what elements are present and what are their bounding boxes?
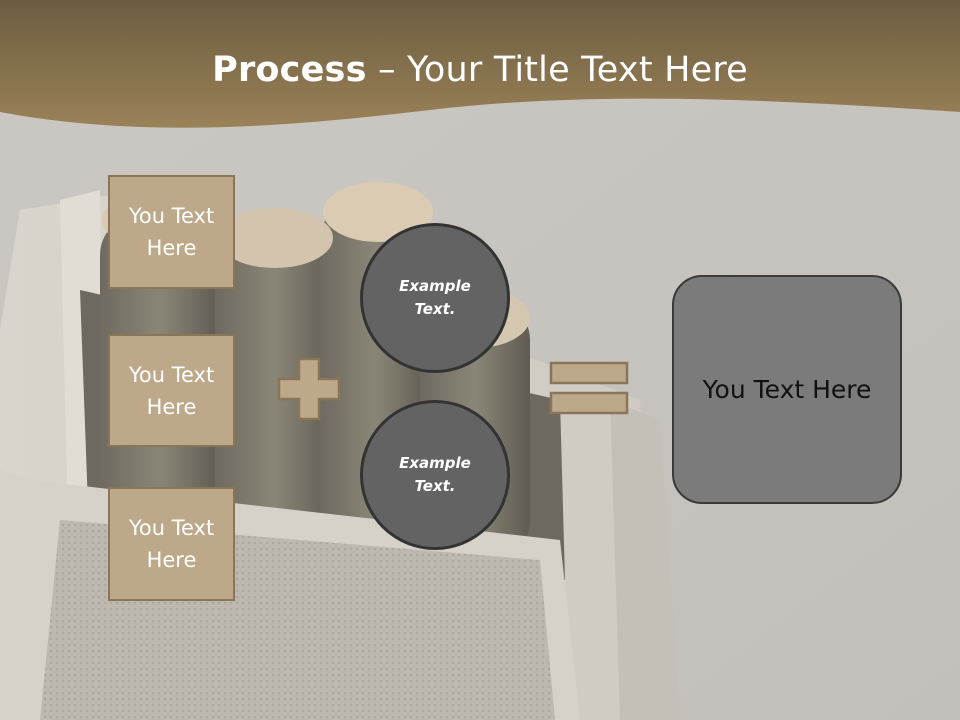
input-box-3: You Text Here bbox=[108, 487, 235, 601]
example-circle-1: Example Text. bbox=[360, 223, 510, 373]
page-title: Process – Your Title Text Here bbox=[0, 50, 960, 90]
input-box-label: You Text Here bbox=[128, 204, 215, 260]
result-label: You Text Here bbox=[702, 375, 872, 404]
input-box-2: You Text Here bbox=[108, 334, 235, 447]
circle-label: Example Text. bbox=[399, 454, 471, 495]
result-box: You Text Here bbox=[672, 275, 902, 504]
example-circle-2: Example Text. bbox=[360, 400, 510, 550]
title-rest: – Your Title Text Here bbox=[366, 50, 748, 90]
input-box-1: You Text Here bbox=[108, 175, 235, 289]
input-box-label: You Text Here bbox=[128, 362, 215, 419]
input-box-label: You Text Here bbox=[128, 516, 215, 572]
title-bold: Process bbox=[212, 50, 367, 90]
plus-icon bbox=[277, 357, 341, 421]
circle-label: Example Text. bbox=[399, 277, 471, 318]
equals-icon bbox=[549, 361, 629, 415]
header-band bbox=[0, 0, 960, 128]
